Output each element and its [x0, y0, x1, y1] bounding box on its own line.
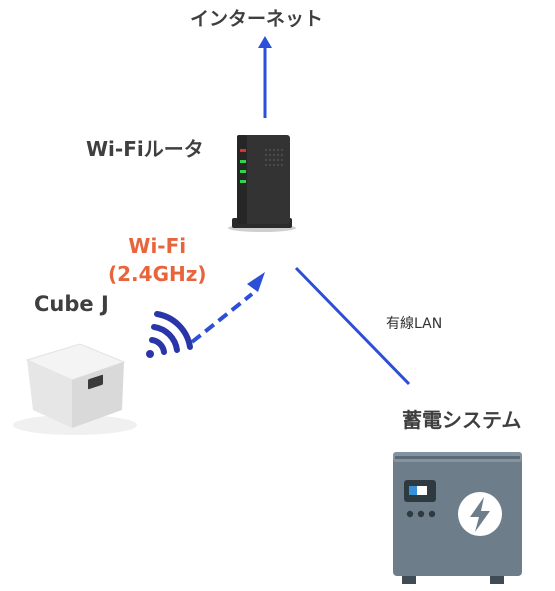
cube-label: Cube J — [34, 292, 109, 316]
wired-lan-label: 有線LAN — [386, 316, 443, 332]
lightning-icon — [470, 497, 490, 532]
wifi-dashed-arrow — [190, 272, 265, 344]
storage-label: 蓄電システム — [402, 408, 522, 432]
wifi-band-label: Wi-Fi (2.4GHz) — [108, 232, 207, 288]
router-label: Wi-Fiルータ — [86, 137, 204, 161]
battery-storage-icon — [393, 452, 522, 584]
cube-device-icon — [13, 343, 137, 435]
internet-label: インターネット — [190, 8, 324, 30]
router-icon — [228, 135, 296, 232]
wifi-signal-icon — [146, 311, 193, 358]
wifi-label-line2: (2.4GHz) — [108, 262, 207, 286]
wired-lan-line — [294, 266, 411, 386]
wifi-label-line1: Wi-Fi — [128, 234, 187, 258]
internet-arrow — [258, 36, 272, 118]
